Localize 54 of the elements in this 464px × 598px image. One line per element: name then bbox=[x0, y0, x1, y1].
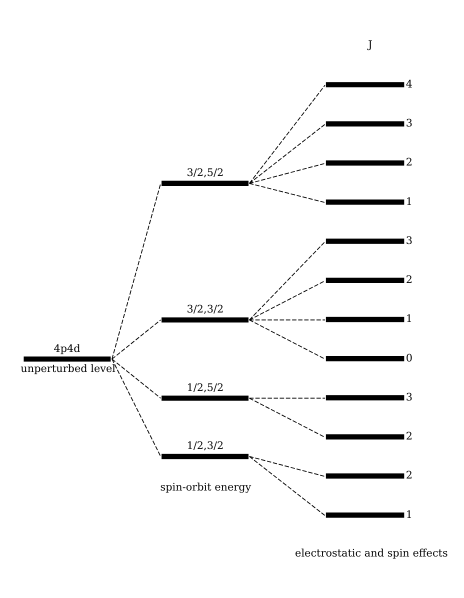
connector bbox=[248, 182, 326, 202]
connector bbox=[248, 280, 326, 320]
node-label: 2 bbox=[406, 156, 413, 168]
connector bbox=[112, 182, 162, 359]
node-label: 1 bbox=[406, 508, 413, 520]
node-box bbox=[326, 434, 404, 439]
connector bbox=[248, 84, 326, 184]
node-box bbox=[326, 238, 404, 244]
connector bbox=[112, 319, 162, 359]
node-box bbox=[326, 316, 404, 322]
node-label: 3 bbox=[406, 234, 413, 246]
connector bbox=[248, 240, 326, 320]
node-box bbox=[326, 394, 404, 400]
connector bbox=[248, 456, 326, 516]
node-box bbox=[24, 356, 111, 362]
node-box bbox=[326, 356, 404, 361]
node-box bbox=[162, 180, 249, 186]
node-label: 3 bbox=[406, 390, 413, 403]
node-label: 3/2,5/2 bbox=[186, 166, 224, 179]
node-box bbox=[326, 472, 404, 478]
connector bbox=[248, 319, 326, 359]
node-box bbox=[162, 395, 249, 400]
node-label: 4 bbox=[406, 78, 413, 90]
label: J bbox=[368, 38, 372, 50]
connector bbox=[248, 397, 326, 438]
node-label: 2 bbox=[406, 274, 413, 286]
node-label: 4p4d bbox=[54, 342, 80, 354]
node-label: 1 bbox=[406, 312, 413, 325]
node-box bbox=[326, 120, 404, 126]
node-label: unperturbed level bbox=[20, 362, 116, 374]
node-label: 2 bbox=[406, 430, 413, 442]
connector bbox=[248, 397, 326, 398]
node-label: 3/2,3/2 bbox=[186, 303, 224, 316]
connector bbox=[112, 358, 162, 398]
node-box bbox=[326, 512, 404, 518]
connector bbox=[248, 456, 326, 476]
connector bbox=[248, 162, 326, 184]
node-label: 1/2,3/2 bbox=[186, 440, 224, 452]
label: spin-orbit energy bbox=[160, 480, 252, 493]
node-label: 1/2,5/2 bbox=[186, 381, 224, 394]
node-box bbox=[326, 277, 404, 282]
node-box bbox=[326, 199, 404, 204]
node-box bbox=[162, 316, 249, 322]
node-box bbox=[326, 160, 404, 166]
node-label: 0 bbox=[406, 352, 413, 364]
label: electrostatic and spin effects bbox=[295, 547, 448, 560]
node-label: 3 bbox=[406, 117, 413, 130]
connector bbox=[112, 358, 162, 456]
connector bbox=[248, 319, 326, 320]
node-label: 2 bbox=[406, 469, 413, 482]
node-label: 1 bbox=[406, 195, 413, 208]
node-box bbox=[162, 453, 249, 459]
connector bbox=[248, 123, 326, 184]
node-box bbox=[326, 82, 404, 87]
